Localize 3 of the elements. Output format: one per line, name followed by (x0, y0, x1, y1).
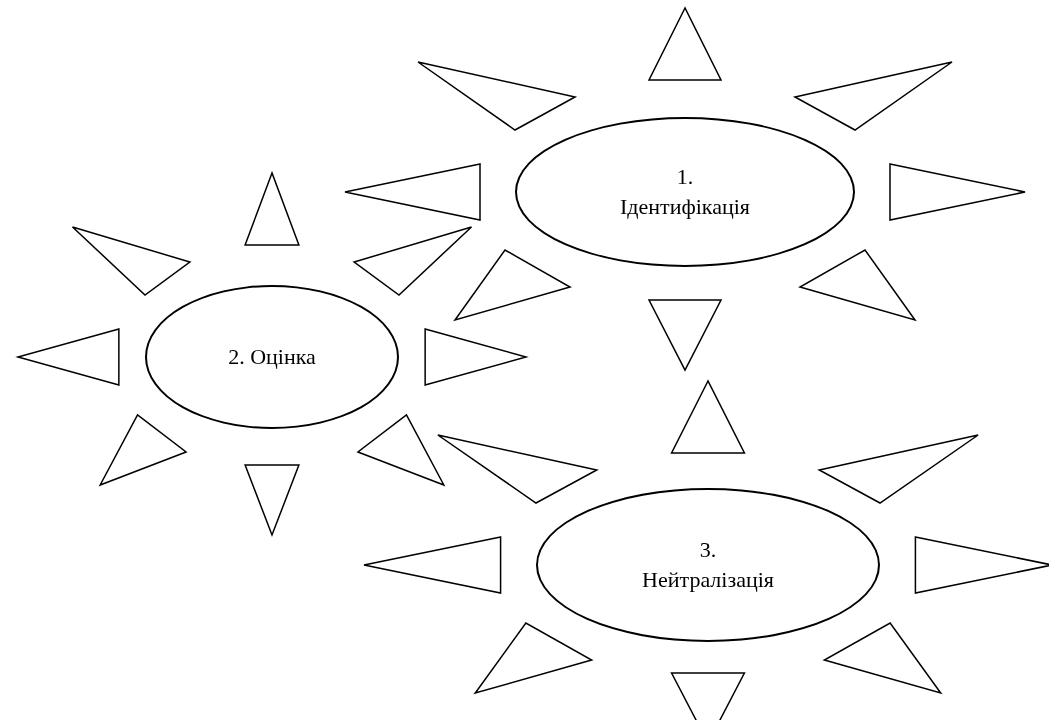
node-label: 1. Ідентифікація (620, 163, 750, 221)
node-label: 3. Нейтралізація (641, 536, 775, 594)
node-label: 2. Оцінка (228, 343, 316, 372)
